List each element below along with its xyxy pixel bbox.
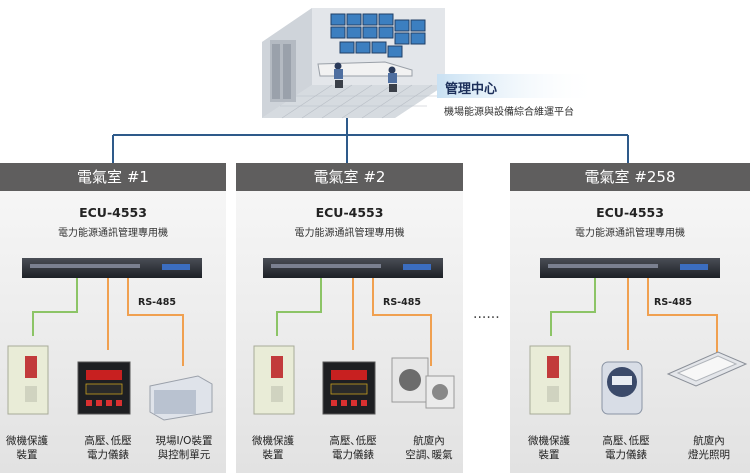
power-meter-icon-2-2 — [322, 361, 376, 415]
device-label-2-3: 航廈內 空調､暖氣 — [405, 435, 453, 461]
room-panel-1 — [0, 190, 226, 473]
room-header-bg-3 — [510, 163, 750, 191]
device-desc-1: 電力能源通訊管理專用機 — [58, 228, 168, 239]
device-model-2: ECU-4553 — [315, 205, 384, 220]
power-meter-icon-1-2 — [77, 361, 131, 415]
room-header-1: 電氣室 #1 — [77, 168, 149, 186]
center-label-bg — [437, 74, 599, 98]
protection-relay-icon-1-1 — [7, 345, 49, 415]
hvac-unit-icon-2-3 — [391, 357, 455, 409]
protection-relay-icon-3-1 — [529, 345, 571, 415]
room-group-2 — [253, 258, 455, 415]
device-label-3-3: 航廈內 燈光照明 — [688, 435, 730, 461]
ellipsis-separator: ...... — [473, 306, 500, 322]
management-center-title: 管理中心 — [445, 82, 498, 97]
backbone-lines — [112, 112, 629, 163]
device-label-1-2: 高壓､低壓 電力儀錶 — [84, 435, 132, 461]
device-model-1: ECU-4553 — [79, 205, 147, 220]
device-desc-2: 電力能源通訊管理專用機 — [294, 228, 405, 239]
management-center-subtitle: 機場能源與設備綜合維運平台 — [444, 107, 574, 118]
device-model-3: ECU-4553 — [596, 205, 664, 220]
device-label-2-1: 微機保護 裝置 — [252, 435, 294, 461]
device-desc-3: 電力能源通訊管理專用機 — [575, 228, 685, 239]
room-group-3 — [529, 258, 748, 415]
room-group-1 — [7, 258, 213, 421]
rs485-label-2: RS-485 — [383, 297, 421, 308]
rs485-label-3: RS-485 — [654, 297, 692, 308]
room-header-bg-1 — [0, 163, 226, 191]
rs485-label-1: RS-485 — [138, 297, 176, 308]
device-label-3-1: 微機保護 裝置 — [528, 435, 570, 461]
protection-relay-icon-2-1 — [253, 345, 295, 415]
device-label-2-2: 高壓､低壓 電力儀錶 — [329, 435, 377, 461]
device-label-1-1: 微機保護 裝置 — [6, 435, 48, 461]
room-header-3: 電氣室 #258 — [584, 168, 676, 186]
device-label-1-3: 現場I/O裝置 與控制單元 — [155, 435, 213, 461]
room-header-2: 電氣室 #2 — [313, 168, 386, 186]
ceiling-light-icon-3-3 — [666, 351, 748, 387]
room-panel-2 — [236, 190, 463, 473]
room-header-bg-2 — [236, 163, 463, 191]
round-meter-icon-3-2 — [601, 361, 643, 415]
control-room-illustration — [262, 8, 445, 119]
device-label-3-2: 高壓､低壓 電力儀錶 — [602, 435, 650, 461]
io-controller-icon-1-3 — [149, 375, 213, 421]
